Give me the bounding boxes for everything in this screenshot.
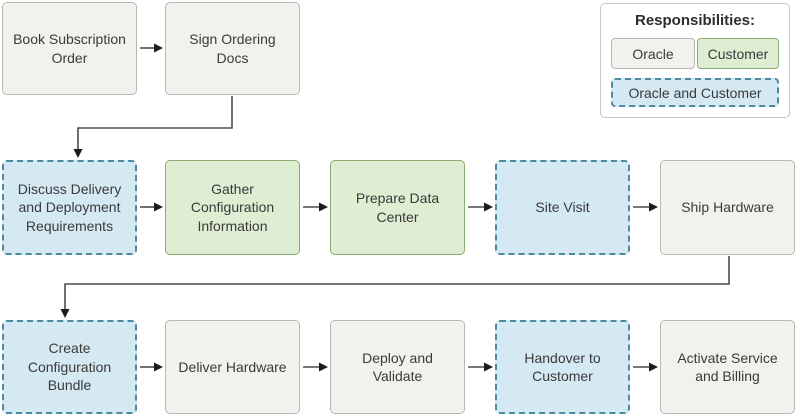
legend-item-label: Customer	[707, 45, 769, 62]
step-book-subscription-order: Book Subscription Order	[2, 2, 137, 95]
step-label: Book Subscription Order	[13, 31, 126, 66]
legend-item-oracle: Oracle	[611, 38, 695, 69]
step-label: Create Configuration Bundle	[27, 340, 112, 394]
step-label: Handover to Customer	[524, 349, 601, 384]
step-site-visit: Site Visit	[495, 160, 630, 255]
step-activate-service-and-billing: Activate Service and Billing	[660, 320, 795, 414]
step-label: Sign Ordering Docs	[189, 31, 276, 66]
step-ship-hardware: Ship Hardware	[660, 160, 795, 255]
step-deploy-and-validate: Deploy and Validate	[330, 320, 465, 414]
step-label: Site Visit	[535, 199, 590, 216]
legend-item-oracle-and-customer: Oracle and Customer	[611, 78, 779, 107]
step-gather-configuration-information: Gather Configuration Information	[165, 160, 300, 255]
legend-title: Responsibilities:	[634, 12, 756, 29]
step-label: Gather Configuration Information	[190, 180, 275, 234]
step-label: Activate Service and Billing	[677, 349, 778, 384]
step-label: Deploy and Validate	[362, 349, 433, 384]
step-label: Deliver Hardware	[178, 358, 287, 375]
step-handover-to-customer: Handover to Customer	[495, 320, 630, 414]
step-label: Ship Hardware	[681, 199, 774, 216]
legend-item-label: Oracle	[632, 45, 674, 62]
legend-item-label: Oracle and Customer	[628, 84, 762, 101]
step-create-configuration-bundle: Create Configuration Bundle	[2, 320, 137, 414]
step-discuss-delivery-deployment-requirements: Discuss Delivery and Deployment Requirem…	[2, 160, 137, 255]
step-prepare-data-center: Prepare Data Center	[330, 160, 465, 255]
legend-item-customer: Customer	[697, 38, 779, 69]
step-deliver-hardware: Deliver Hardware	[165, 320, 300, 414]
step-sign-ordering-docs: Sign Ordering Docs	[165, 2, 300, 95]
step-label: Prepare Data Center	[355, 190, 440, 225]
legend: Responsibilities: Oracle Customer Oracle…	[600, 3, 790, 118]
step-label: Discuss Delivery and Deployment Requirem…	[17, 180, 122, 234]
legend-chip-row: Oracle Customer	[611, 38, 779, 69]
